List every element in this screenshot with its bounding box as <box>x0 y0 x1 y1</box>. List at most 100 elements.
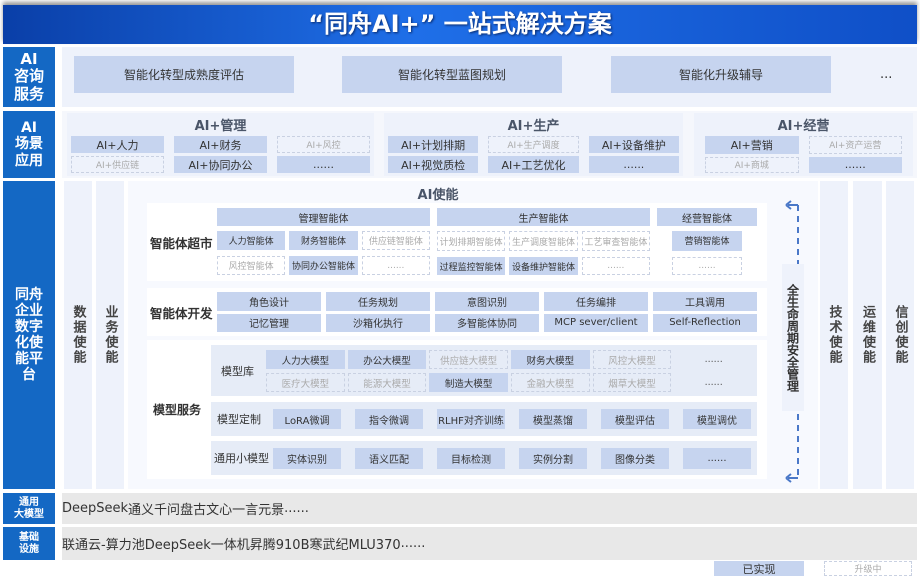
item-box: 模型调优 <box>683 409 751 429</box>
item-box: 智能化转型成熟度评估 <box>74 56 294 93</box>
model-library-label: 模型库 <box>221 364 254 378</box>
item-box: 任务编排 <box>544 292 648 311</box>
agent-group: 生产智能体计划排期智能体生产调度智能体工艺审查智能体过程监控智能体设备维护智能体… <box>437 208 650 278</box>
item-box: 角色设计 <box>217 292 321 311</box>
tech-enable: 技术使能 <box>820 181 848 489</box>
item-box: AI+财务 <box>174 136 267 153</box>
item-box: 实例分割 <box>519 448 587 469</box>
item-box: AI+计划排期 <box>388 136 479 153</box>
item-box: 生产调度智能体 <box>509 231 578 251</box>
item-box: 能源大模型 <box>347 373 427 392</box>
item-box: AI+设备维护 <box>588 136 679 153</box>
side-label-infra: 基础设施 <box>3 527 55 560</box>
item-box: 人力智能体 <box>217 231 286 250</box>
llm-item: DeepSeek <box>62 501 129 516</box>
item-box: 风控智能体 <box>217 256 286 275</box>
scenario-panel-title: AI+生产 <box>507 119 560 134</box>
llm-item: 文心一言 <box>206 503 259 518</box>
item-box: ...... <box>672 256 742 275</box>
item-box: 供应链大模型 <box>429 350 508 369</box>
lifecycle-security: 全生命周期安全管理 <box>782 264 804 411</box>
label-line: 大模型 <box>14 508 44 520</box>
label-line: 化使 <box>15 335 43 351</box>
agent-grid: 人力智能体财务智能体供应链智能体风控智能体协同办公智能体...... <box>217 231 430 275</box>
page-title: “同舟AI+” 一站式解决方案 <box>3 5 917 44</box>
item-box: 多智能体协同 <box>435 313 539 332</box>
label-line: 咨询 <box>13 67 44 86</box>
model-small: 通用小模型 实体识别语义匹配目标检测实例分割图像分类...... <box>211 441 757 475</box>
llm-item: 元景 <box>258 503 285 518</box>
item-box: 指令微调 <box>355 409 423 429</box>
infra-item: 寒武纪MLU370 <box>309 538 401 553</box>
item-box: 智能化升级辅导 <box>611 56 831 93</box>
label-line: 通用 <box>19 497 39 508</box>
consulting-row: 智能化转型成熟度评估智能化转型蓝图规划智能化升级辅导 ... <box>62 47 917 107</box>
item-box: AI+营销 <box>705 136 799 154</box>
item-box: 过程监控智能体 <box>437 257 506 275</box>
llm-item: 通义千问 <box>128 503 181 518</box>
item-box: 工艺审查智能体 <box>581 231 650 251</box>
agent-grid: 计划排期智能体生产调度智能体工艺审查智能体过程监控智能体设备维护智能体.....… <box>437 231 650 275</box>
item-box: MCP sever/client <box>544 313 648 332</box>
item-box: 营销智能体 <box>672 231 742 251</box>
model-custom-label: 模型定制 <box>217 413 261 426</box>
label-line: AI <box>20 120 38 137</box>
item-box: AI+工艺优化 <box>488 156 579 173</box>
legend-upgrading: 升级中 <box>824 561 912 576</box>
agent-grid: 营销智能体...... <box>672 231 742 275</box>
item-box: RLHF对齐训练 <box>437 409 505 429</box>
agent-market: 智能体超市 管理智能体人力智能体财务智能体供应链智能体风控智能体协同办公智能体.… <box>147 203 767 281</box>
label-line: AI <box>20 50 38 69</box>
ai-enable-area: AI使能 智能体超市 管理智能体人力智能体财务智能体供应链智能体风控智能体协同办… <box>128 181 818 489</box>
label-line: 设施 <box>19 543 39 555</box>
model-library: 模型库 人力大模型办公大模型供应链大模型财务大模型风控大模型......医疗大模… <box>211 345 757 396</box>
label-line: 同舟 <box>15 286 43 303</box>
item-box: AI+风控 <box>277 136 370 153</box>
item-box: AI+视觉质检 <box>388 156 479 173</box>
agent-dev-label: 智能体开发 <box>150 305 213 321</box>
item-box: ...... <box>704 377 723 388</box>
item-box: 模型评估 <box>601 409 669 429</box>
legend-done: 已实现 <box>714 561 804 576</box>
data-enable: 数据使能 <box>64 181 92 489</box>
item-box: Self-Reflection <box>653 313 757 332</box>
label-line: 应用 <box>15 152 43 169</box>
agent-group-header: 经营智能体 <box>657 208 757 226</box>
llm-item: 盘古 <box>180 503 207 518</box>
item-box: ...... <box>683 448 751 469</box>
agent-dev: 智能体开发 角色设计任务规划意图识别任务编排工具调用记忆管理沙箱化执行多智能体协… <box>147 288 767 336</box>
model-service-label: 模型服务 <box>153 403 202 417</box>
infra-item: ...... <box>400 536 426 551</box>
ai-enable-title: AI使能 <box>417 188 459 203</box>
agent-market-label: 智能体超市 <box>150 235 213 251</box>
item-box: 意图识别 <box>435 292 539 311</box>
item-box: AI+资产运营 <box>808 136 902 154</box>
scenario-panel-title: AI+经营 <box>777 119 830 134</box>
item-box: LoRA微调 <box>273 409 341 429</box>
label-line: 场景 <box>15 136 43 153</box>
label-line: 能平 <box>15 351 43 368</box>
item-box: 目标检测 <box>437 448 505 469</box>
item-box: 财务智能体 <box>289 231 358 250</box>
label-line: 数字 <box>15 318 43 335</box>
side-label-llm: 通用大模型 <box>3 493 55 524</box>
item-box: 风控大模型 <box>592 350 672 369</box>
item-box: 设备维护智能体 <box>509 257 578 275</box>
platform-row: 数据使能 业务使能 AI使能 智能体超市 管理智能体人力智能体财务智能体供应链智… <box>62 181 917 489</box>
model-service: 模型服务 模型库 人力大模型办公大模型供应链大模型财务大模型风控大模型.....… <box>147 340 767 479</box>
item-box: 工具调用 <box>653 292 757 311</box>
item-box: 医疗大模型 <box>266 373 345 392</box>
label-line: 企业 <box>15 302 43 319</box>
consulting-more: ... <box>880 67 893 82</box>
item-box: AI+供应链 <box>71 156 164 173</box>
item-box: AI+协同办公 <box>174 156 267 173</box>
label-line: 服务 <box>13 84 44 103</box>
xinchuang-enable: 信创使能 <box>886 181 914 489</box>
label-line: 基础 <box>19 532 39 543</box>
